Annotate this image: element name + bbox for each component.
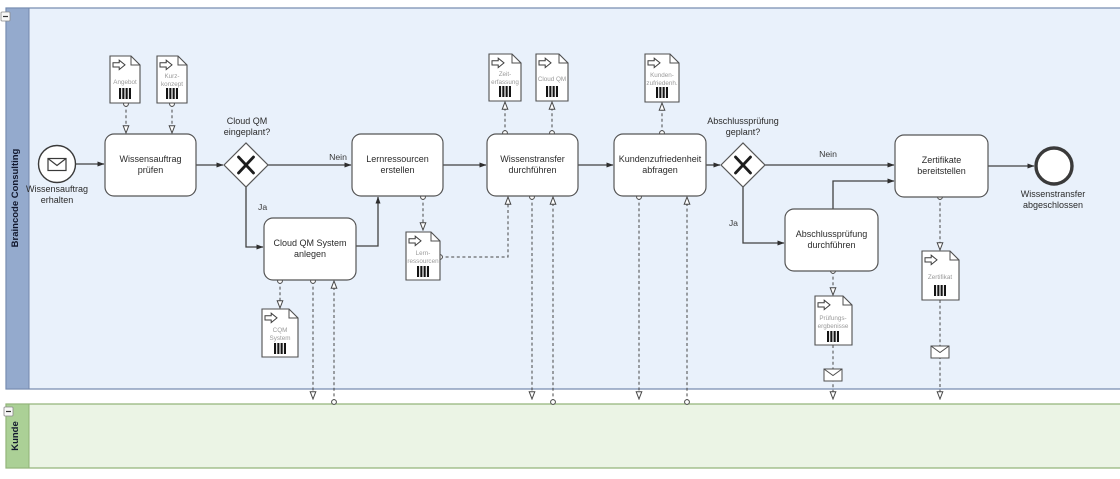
end-event[interactable]: Wissenstransfer abgeschlossen (1021, 146, 1086, 210)
message-envelope-icon (930, 345, 950, 359)
assoc-doc-to-wissenstransfer[interactable] (440, 197, 508, 257)
doc-label: ergbenisse (818, 323, 849, 330)
doc-label: Cloud QM (538, 76, 566, 83)
doc-label: Angebot (113, 79, 137, 86)
lane-kunde[interactable]: Kunde (3, 403, 1120, 469)
data-object-zeiterfassung[interactable]: Zeit- erfassung (488, 53, 522, 102)
flow-label-ja: Ja (258, 202, 267, 212)
task-label: durchführen (807, 240, 855, 250)
flow-abschluss-to-zertifikate[interactable] (832, 178, 895, 209)
lane-label: Braincode Consulting (10, 148, 21, 247)
task-lernressourcen-erstellen[interactable]: Lernressourcen erstellen (351, 133, 444, 197)
task-cloudqm-system-anlegen[interactable]: Cloud QM System anlegen (263, 217, 357, 281)
gateway-label: eingeplant? (224, 127, 271, 137)
gateway-label: geplant? (726, 127, 761, 137)
doc-label: Kurz- (164, 73, 179, 80)
lane-header[interactable] (5, 403, 30, 469)
doc-label: Kunden- (650, 72, 674, 79)
flow-gateway1-ja[interactable] (245, 187, 264, 250)
doc-label: Zertifikat (928, 274, 952, 281)
flow-gateway2-ja[interactable] (742, 187, 785, 246)
doc-label: erfassung (491, 79, 519, 86)
doc-label: ressourcen (407, 258, 439, 265)
task-kundenzufriedenheit-abfragen[interactable]: Kundenzufriedenheit abfragen (613, 133, 707, 197)
flow-label-ja: Ja (729, 218, 738, 228)
flow-label-nein: Nein (329, 152, 347, 162)
doc-label: konzept (161, 81, 183, 88)
task-label: bereitstellen (917, 166, 966, 176)
task-zertifikate-bereitstellen[interactable]: Zertifikate bereitstellen (894, 134, 989, 198)
task-label: Lernressourcen (366, 154, 429, 164)
task-label: Abschlussprüfung (796, 229, 868, 239)
doc-label: System (270, 335, 291, 342)
task-label: Wissensauftrag (119, 154, 181, 164)
data-object-pruefungsergebnisse[interactable]: Prüfungs- ergbenisse (814, 295, 853, 346)
doc-label: zufriedenh. (646, 80, 677, 87)
task-abschlusspruefung-durchfuehren[interactable]: Abschlussprüfung durchführen (784, 208, 879, 272)
lane-label: Kunde (10, 421, 21, 451)
end-event-label: Wissenstransfer (1021, 189, 1086, 199)
task-label: durchführen (508, 165, 556, 175)
task-label: Cloud QM System (273, 238, 346, 248)
task-wissenstransfer-durchfuehren[interactable]: Wissenstransfer durchführen (486, 133, 579, 197)
start-event-label: erhalten (41, 195, 74, 205)
doc-label: Zeit- (499, 71, 512, 78)
exclusive-x-icon (734, 155, 752, 175)
flow-label-nein: Nein (819, 149, 837, 159)
task-label: Kundenzufriedenheit (619, 154, 702, 164)
exclusive-x-icon (237, 155, 255, 175)
data-object-cloudqm[interactable]: Cloud QM (535, 53, 569, 102)
task-label: anlegen (294, 249, 326, 259)
data-object-angebot[interactable]: Angebot (109, 55, 141, 104)
gateway-abschlusspruefung-geplant[interactable]: Abschlussprüfung geplant? (707, 116, 779, 188)
doc-label: Lern- (416, 250, 431, 257)
lane-collapse-button[interactable] (0, 11, 11, 22)
end-event-label: abgeschlossen (1023, 200, 1083, 210)
data-object-kundenzufriedenheit[interactable]: Kunden- zufriedenh. (644, 53, 680, 103)
task-label: Wissenstransfer (500, 154, 565, 164)
gateway-label: Cloud QM (227, 116, 268, 126)
data-object-zertifikat[interactable]: Zertifikat (921, 250, 960, 301)
lane-header[interactable] (5, 7, 30, 390)
data-object-lernressourcen[interactable]: Lern- ressourcen (405, 231, 441, 281)
task-label: abfragen (642, 165, 678, 175)
message-envelope-icon (823, 368, 843, 382)
doc-label: Prüfungs- (819, 315, 846, 322)
task-label: erstellen (380, 165, 414, 175)
envelope-icon (47, 157, 67, 172)
task-label: Zertifikate (922, 155, 962, 165)
lane-body[interactable] (5, 403, 1120, 469)
start-event-label: Wissensauftrag (26, 184, 88, 194)
flow-cloudqm-to-lernressourcen[interactable] (356, 196, 381, 247)
lane-collapse-button[interactable] (3, 406, 14, 417)
gateway-label: Abschlussprüfung (707, 116, 779, 126)
task-label: prüfen (138, 165, 164, 175)
start-event-message[interactable]: Wissensauftrag erhalten (26, 144, 88, 206)
task-wissensauftrag-pruefen[interactable]: Wissensauftrag prüfen (104, 133, 197, 197)
data-object-kurzkonzept[interactable]: Kurz- konzept (156, 55, 188, 104)
data-object-cqm-system[interactable]: CQM System (261, 308, 299, 358)
gateway-cloudqm-eingeplant[interactable]: Cloud QM eingeplant? (223, 116, 271, 188)
doc-label: CQM (273, 327, 288, 334)
